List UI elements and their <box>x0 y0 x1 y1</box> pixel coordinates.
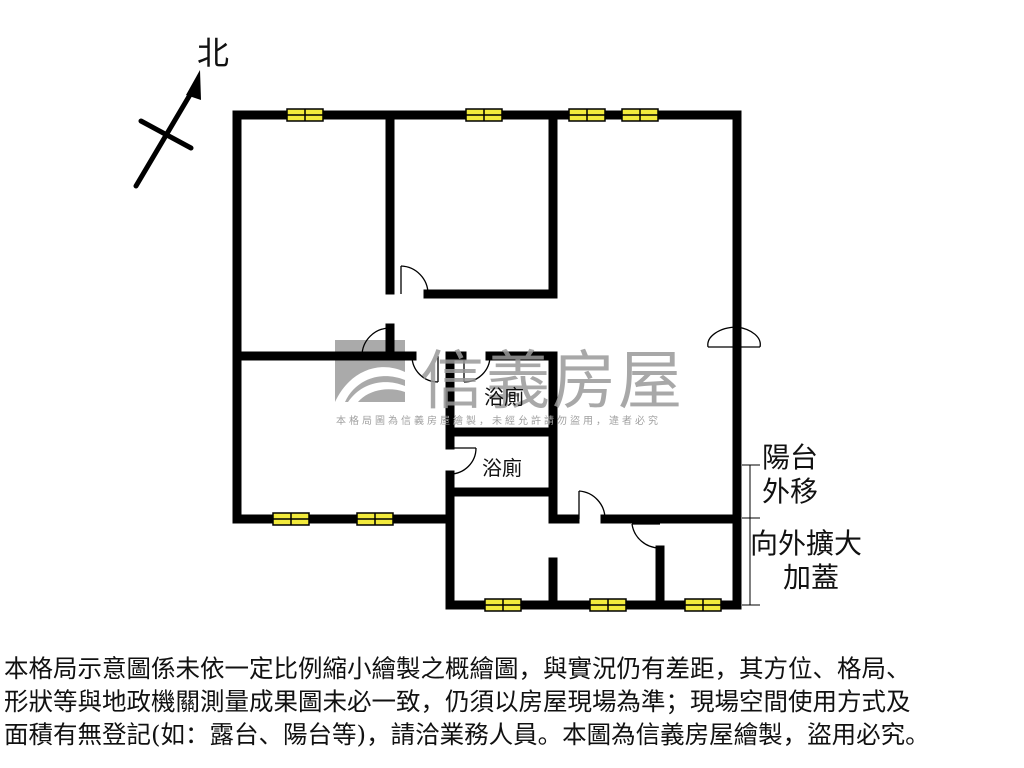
room-label-bathroom-2: 浴廁 <box>482 456 522 480</box>
disclaimer-line: 本格局示意圖係未依一定比例縮小繪製之概繪圖，與實況仍有差距，其方位、格局、 <box>4 654 911 683</box>
door-icon <box>707 326 761 348</box>
watermark-brand: 信義房屋 <box>420 345 684 419</box>
room-label-bathroom-1: 浴廁 <box>484 385 524 409</box>
window-icon <box>356 512 394 526</box>
window-icon <box>589 598 627 612</box>
floor-plan <box>133 70 761 612</box>
disclaimer: 本格局示意圖係未依一定比例縮小繪製之概繪圖，與實況仍有差距，其方位、格局、 形狀… <box>4 652 1020 751</box>
door-icon <box>449 447 477 475</box>
door-icon <box>578 490 606 520</box>
dimension-line <box>742 464 760 606</box>
door-icon <box>400 265 429 295</box>
north-label: 北 <box>197 34 230 72</box>
doors <box>361 265 761 549</box>
annotation-balcony-line2: 外移 <box>762 475 819 508</box>
north-arrow-icon <box>133 70 201 189</box>
annotation-balcony-line1: 陽台 <box>762 441 819 474</box>
door-icon <box>411 355 439 383</box>
watermark-notice: 本格局圖為信義房屋繪製，未經允許請勿盜用，違者必究 <box>336 416 661 427</box>
window-icon <box>286 108 324 122</box>
door-icon <box>361 327 391 357</box>
disclaimer-line: 面積有無登記(如：露台、陽台等)，請洽業務人員。本圖為信義房屋繪製，盜用必究。 <box>4 720 930 749</box>
window-icon <box>272 512 310 526</box>
window-icon <box>684 598 722 612</box>
window-icon <box>484 598 522 612</box>
window-icon <box>568 108 606 122</box>
windows <box>272 108 722 612</box>
window-icon <box>621 108 659 122</box>
door-icon <box>463 355 491 383</box>
annotation-extension-line2: 加蓋 <box>783 561 840 594</box>
annotation-extension-line1: 向外擴大 <box>750 527 863 560</box>
window-icon <box>465 108 503 122</box>
door-icon <box>631 523 661 549</box>
disclaimer-line: 形狀等與地政機關測量成果圖未必一致，仍須以房屋現場為準；現場空間使用方式及 <box>4 687 911 716</box>
